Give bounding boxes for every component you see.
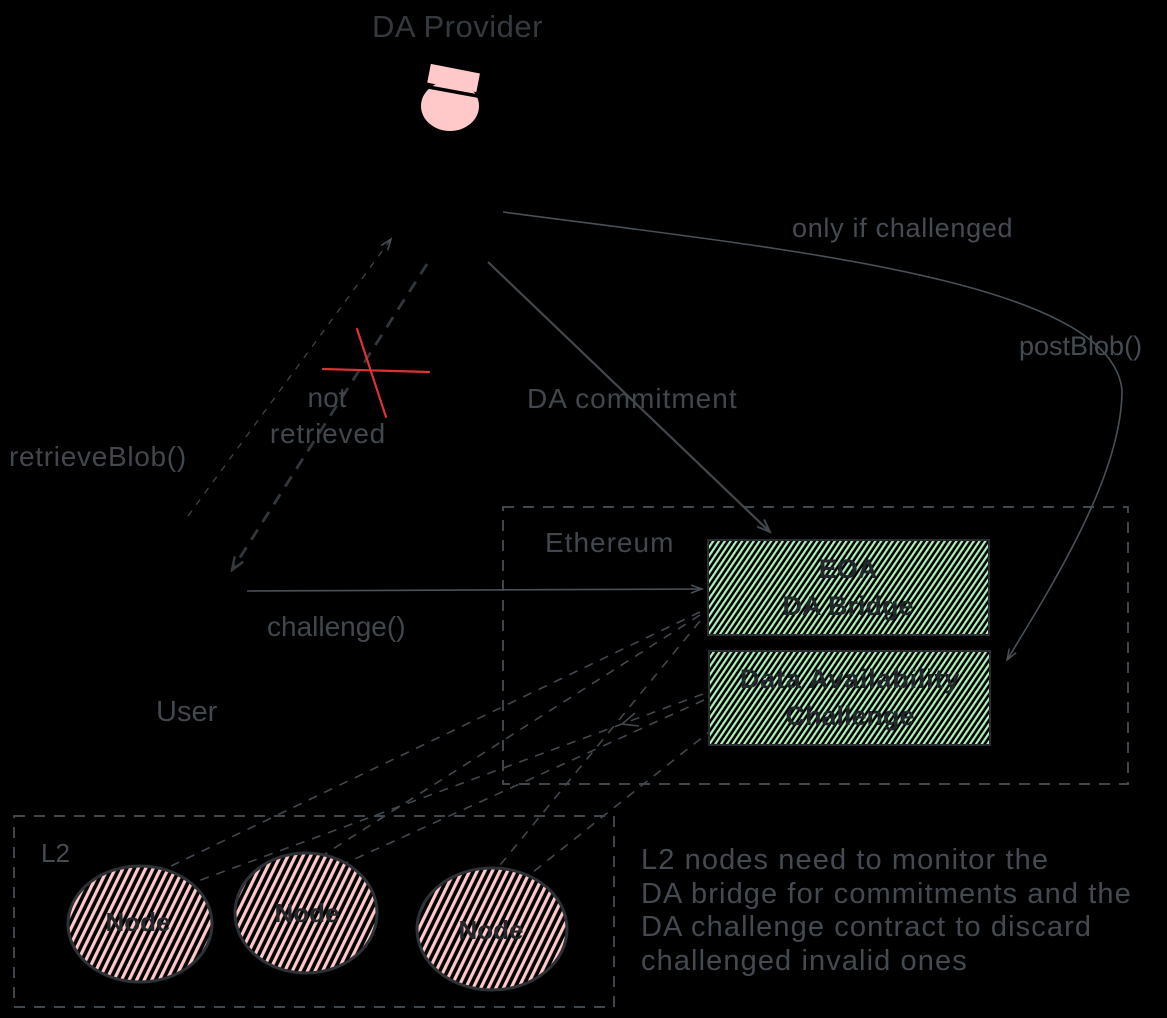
svg-text:DA Provider: DA Provider bbox=[372, 9, 543, 44]
svg-text:L2 nodes need to monitor the: L2 nodes need to monitor the bbox=[641, 844, 1049, 876]
svg-text:not: not bbox=[308, 382, 347, 413]
svg-text:retrieveBlob(): retrieveBlob() bbox=[9, 441, 187, 472]
svg-text:challenged invalid ones: challenged invalid ones bbox=[641, 945, 968, 977]
svg-text:only if challenged: only if challenged bbox=[792, 213, 1013, 243]
svg-text:challenge(): challenge() bbox=[267, 611, 406, 642]
svg-text:Ethereum: Ethereum bbox=[545, 527, 674, 558]
svg-text:Node: Node bbox=[106, 907, 171, 937]
svg-text:Challenge: Challenge bbox=[785, 701, 914, 731]
svg-text:postBlob(): postBlob() bbox=[1019, 331, 1142, 361]
svg-text:User: User bbox=[156, 696, 218, 728]
svg-text:DA commitment: DA commitment bbox=[527, 383, 738, 414]
svg-text:L2: L2 bbox=[41, 838, 70, 868]
svg-text:DA Bridge: DA Bridge bbox=[782, 591, 913, 621]
svg-text:retrieved: retrieved bbox=[270, 418, 386, 449]
svg-text:DA bridge for commitments and: DA bridge for commitments and the bbox=[641, 878, 1132, 910]
svg-text:Node: Node bbox=[459, 915, 524, 945]
svg-text:DA challenge contract to disca: DA challenge contract to discard bbox=[641, 911, 1092, 943]
svg-text:EOA: EOA bbox=[819, 554, 878, 584]
svg-text:Data Availability: Data Availability bbox=[740, 664, 960, 694]
svg-text:Node: Node bbox=[275, 898, 340, 928]
